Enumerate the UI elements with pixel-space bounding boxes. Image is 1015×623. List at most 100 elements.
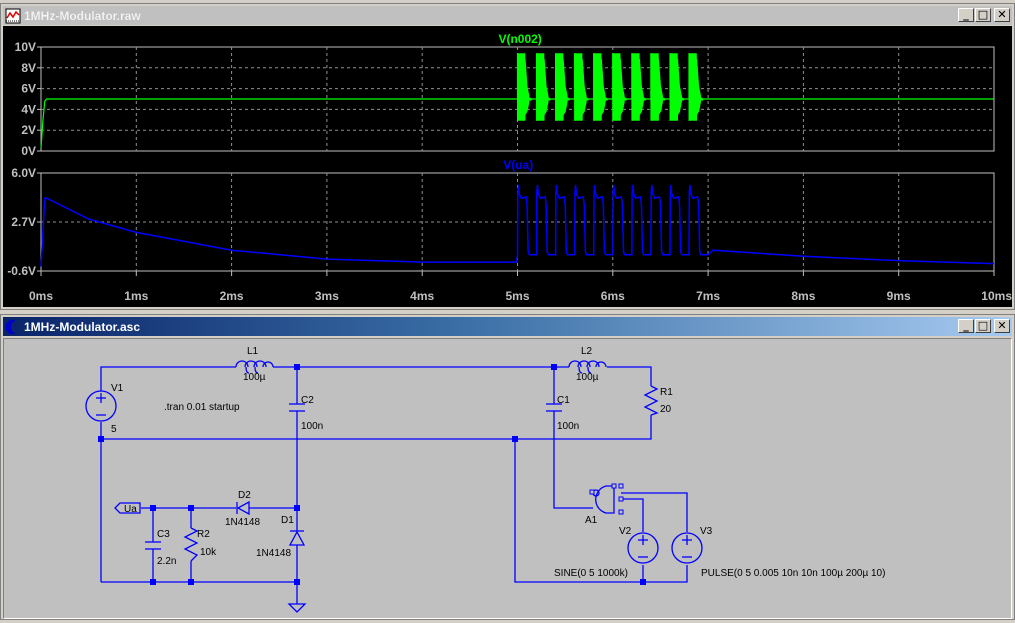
l2-inductor[interactable] bbox=[568, 360, 607, 374]
y-tick-label: 6V bbox=[21, 82, 36, 96]
c2-capacitor[interactable] bbox=[289, 403, 305, 412]
burst-envelope bbox=[536, 53, 549, 121]
v1-value: 5 bbox=[111, 424, 117, 435]
burst-envelope bbox=[555, 53, 568, 121]
wire bbox=[514, 439, 688, 583]
d1-label: D1 bbox=[281, 515, 294, 526]
d2-label: D2 bbox=[238, 490, 251, 501]
d2-diode[interactable] bbox=[236, 500, 250, 516]
l1-inductor[interactable] bbox=[235, 360, 274, 374]
r1-label: R1 bbox=[660, 387, 673, 398]
burst-envelope bbox=[650, 53, 663, 121]
x-tick-label: 4ms bbox=[410, 289, 434, 303]
x-tick-label: 7ms bbox=[696, 289, 720, 303]
ua-net-label-text: Ua bbox=[124, 504, 137, 515]
x-tick-label: 0ms bbox=[29, 289, 53, 303]
c1-capacitor[interactable] bbox=[546, 403, 562, 412]
burst-envelope bbox=[612, 53, 625, 121]
c3-capacitor[interactable] bbox=[145, 541, 161, 550]
burst-envelope bbox=[669, 53, 682, 121]
l1-label: L1 bbox=[247, 346, 259, 357]
y-tick-label: 2V bbox=[21, 123, 36, 137]
ua-net-label[interactable] bbox=[114, 502, 141, 514]
plot-pane-2: -0.6V 2.7V 6.0V V(ua) bbox=[7, 158, 995, 278]
maximize-button[interactable]: □ bbox=[975, 8, 991, 22]
burst-envelope bbox=[574, 53, 587, 121]
schematic-window-titlebar[interactable]: 1MHz-Modulator.asc _ □ ✕ bbox=[3, 317, 1012, 336]
v1-voltage-source[interactable] bbox=[85, 390, 117, 422]
x-tick-label: 10ms bbox=[981, 289, 1012, 303]
x-tick-label: 5ms bbox=[505, 289, 529, 303]
v2-voltage-source[interactable] bbox=[627, 532, 659, 564]
y-tick-label: -0.6V bbox=[7, 264, 36, 278]
c2-label: C2 bbox=[301, 395, 314, 406]
x-axis: 0ms 1ms 2ms 3ms 4ms 5ms 6ms 7ms 8ms 9ms 10ms bbox=[29, 271, 1012, 303]
burst-envelope bbox=[517, 53, 530, 121]
c1-label: C1 bbox=[557, 395, 570, 406]
l1-value: 100µ bbox=[243, 372, 266, 383]
schematic-app-icon bbox=[5, 319, 21, 335]
waveform-plots[interactable]: 0V 2V 4V 6V 8V 10V V(n002) -0.6V 2.7V 6.0V V(ua) 0m… bbox=[3, 26, 1012, 307]
waveform-window-titlebar[interactable]: 1MHz-Modulator.raw _ □ ✕ bbox=[3, 6, 1012, 25]
wire bbox=[621, 498, 644, 532]
minimize-button[interactable]: _ bbox=[958, 319, 974, 333]
c2-value: 100n bbox=[301, 421, 323, 432]
wire bbox=[100, 366, 236, 390]
r2-resistor[interactable] bbox=[183, 527, 199, 562]
v2-label: V2 bbox=[619, 526, 632, 537]
y-tick-label: 8V bbox=[21, 61, 36, 75]
d1-value: 1N4148 bbox=[256, 548, 291, 559]
d1-diode[interactable] bbox=[288, 530, 306, 546]
wire bbox=[101, 415, 652, 440]
v1-label: V1 bbox=[111, 383, 124, 394]
r2-value: 10k bbox=[200, 547, 217, 558]
y-tick-label: 6.0V bbox=[11, 166, 36, 180]
maximize-button[interactable]: □ bbox=[975, 319, 991, 333]
burst-envelope bbox=[631, 53, 644, 121]
v2-value: SINE(0 5 1000k) bbox=[554, 568, 628, 579]
c3-label: C3 bbox=[157, 529, 170, 540]
close-button[interactable]: ✕ bbox=[994, 8, 1010, 22]
schematic-window-title: 1MHz-Modulator.asc bbox=[24, 319, 141, 334]
trace-title: V(ua) bbox=[503, 158, 533, 172]
waveform-window-title: 1MHz-Modulator.raw bbox=[24, 8, 141, 23]
x-tick-label: 8ms bbox=[791, 289, 815, 303]
v3-value: PULSE(0 5 0.005 10n 10n 100µ 200µ 10) bbox=[701, 568, 885, 579]
v3-voltage-source[interactable] bbox=[671, 532, 703, 564]
r1-resistor[interactable] bbox=[643, 385, 659, 416]
c3-value: 2.2n bbox=[157, 556, 176, 567]
burst-envelope bbox=[593, 53, 606, 121]
a1-modulator[interactable] bbox=[589, 483, 624, 515]
a1-label: A1 bbox=[585, 515, 598, 526]
y-tick-label: 0V bbox=[21, 144, 36, 158]
x-tick-label: 2ms bbox=[220, 289, 244, 303]
l2-value: 100µ bbox=[576, 372, 599, 383]
y-tick-label: 2.7V bbox=[11, 215, 36, 229]
trace-vua bbox=[40, 184, 995, 267]
r1-value: 20 bbox=[660, 404, 672, 415]
x-tick-label: 9ms bbox=[887, 289, 911, 303]
burst-envelope bbox=[688, 53, 701, 121]
d2-value: 1N4148 bbox=[225, 517, 260, 528]
wire bbox=[621, 492, 688, 532]
x-tick-label: 1ms bbox=[124, 289, 148, 303]
y-tick-label: 10V bbox=[15, 40, 36, 54]
x-tick-label: 3ms bbox=[315, 289, 339, 303]
junctions bbox=[98, 364, 646, 585]
trace-title: V(n002) bbox=[498, 32, 541, 46]
waveform-plot-area[interactable]: 0V 2V 4V 6V 8V 10V V(n002) -0.6V 2.7V 6.0V V(ua) 0m… bbox=[3, 26, 1012, 307]
close-button[interactable]: ✕ bbox=[994, 319, 1010, 333]
y-tick-label: 4V bbox=[21, 102, 36, 116]
tran-directive[interactable]: .tran 0.01 startup bbox=[164, 402, 240, 413]
plot-pane-1: 0V 2V 4V 6V 8V 10V V(n002) bbox=[15, 32, 995, 158]
wires bbox=[100, 366, 688, 604]
minimize-button[interactable]: _ bbox=[958, 8, 974, 22]
r2-label: R2 bbox=[197, 529, 210, 540]
x-tick-label: 6ms bbox=[601, 289, 625, 303]
schematic-drawing[interactable]: V1 5 L1 100µ C2 100n .tran 0.01 startup … bbox=[4, 339, 1013, 618]
schematic-window: 1MHz-Modulator.asc _ □ ✕ bbox=[0, 314, 1015, 620]
ground-symbol bbox=[287, 603, 307, 613]
schematic-canvas[interactable]: V1 5 L1 100µ C2 100n .tran 0.01 startup … bbox=[3, 338, 1012, 619]
v3-label: V3 bbox=[700, 526, 713, 537]
wire bbox=[553, 411, 593, 509]
